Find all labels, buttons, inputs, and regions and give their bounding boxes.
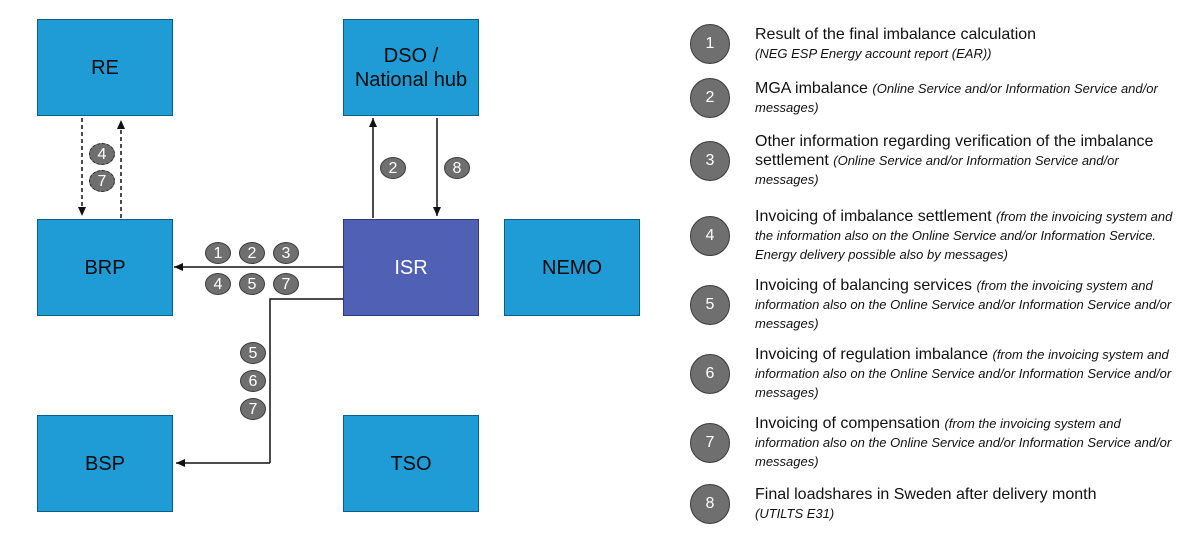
legend-number: 2 (690, 78, 730, 118)
badge-isr-bsp-1: 5 (240, 342, 266, 364)
badge-isr-bsp-3: 7 (240, 398, 266, 420)
legend-number: 7 (690, 422, 730, 463)
legend-detail: (UTILTS E31) (755, 506, 835, 521)
legend-detail: (NEG ESP Energy account report (EAR)) (755, 46, 992, 61)
legend-detail: (Online Service and/or Information Servi… (755, 81, 1158, 115)
badge-dso-isr: 8 (444, 157, 470, 179)
bsp-label: BSP (84, 452, 126, 475)
legend-number: 3 (690, 140, 730, 181)
legend-title: Result of the final imbalance calculatio… (755, 26, 1037, 43)
brp-label: BRP (84, 256, 126, 279)
legend-number: 1 (690, 24, 730, 64)
badge-isr-brp-top-2: 2 (239, 242, 265, 264)
legend-title: Other information regarding verification… (755, 133, 1154, 169)
legend-text: Result of the final imbalance calculatio… (755, 25, 1185, 63)
legend-title: Invoicing of compensation (755, 415, 940, 432)
dso-label: DSO / National hub (355, 44, 467, 92)
badge-isr-brp-bottom-2: 5 (239, 273, 265, 295)
nemo-box: NEMO (504, 219, 640, 316)
legend-number: 5 (690, 284, 730, 325)
badge-re-brp-2: 7 (89, 170, 115, 192)
legend-text: MGA imbalance (Online Service and/or Inf… (755, 79, 1185, 117)
badge-isr-brp-top-3: 3 (273, 242, 299, 264)
badge-isr-bsp-2: 6 (240, 370, 266, 392)
dso-label-line2: National hub (354, 68, 468, 91)
brp-box: BRP (37, 219, 173, 316)
isr-box: ISR (343, 219, 479, 316)
legend-detail: (from the invoicing system and the infor… (755, 209, 1173, 262)
badge-isr-brp-bottom-1: 4 (205, 273, 231, 295)
legend-item: 2 MGA imbalance (Online Service and/or I… (690, 78, 1185, 118)
dso-label-line1: DSO / (383, 44, 439, 67)
legend-item: 6 Invoicing of regulation imbalance (fro… (690, 345, 1185, 402)
legend-number: 4 (690, 215, 730, 256)
legend-detail: (Online Service and/or Information Servi… (755, 153, 1119, 187)
legend-item: 4 Invoicing of imbalance settlement (fro… (690, 207, 1185, 264)
legend-item: 5 Invoicing of balancing services (from … (690, 276, 1185, 333)
isr-label: ISR (394, 256, 428, 279)
legend-item: 3 Other information regarding verificati… (690, 132, 1185, 189)
legend-text: Final loadshares in Sweden after deliver… (755, 485, 1185, 523)
re-box: RE (37, 19, 173, 116)
legend-text: Invoicing of balancing services (from th… (755, 276, 1185, 333)
badge-re-brp-1: 4 (89, 143, 115, 165)
legend-title: Invoicing of imbalance settlement (755, 208, 992, 225)
bsp-box: BSP (37, 415, 173, 512)
badge-isr-brp-top-1: 1 (205, 242, 231, 264)
badge-isr-brp-bottom-3: 7 (273, 273, 299, 295)
badge-isr-dso: 2 (380, 157, 406, 179)
legend-number: 6 (690, 353, 730, 394)
legend-text: Invoicing of regulation imbalance (from … (755, 345, 1185, 402)
legend-title: Invoicing of regulation imbalance (755, 346, 989, 363)
re-label: RE (91, 56, 119, 79)
tso-label: TSO (390, 452, 432, 475)
legend-text: Invoicing of imbalance settlement (from … (755, 207, 1185, 264)
legend-title: Invoicing of balancing services (755, 277, 973, 294)
legend-title: Final loadshares in Sweden after deliver… (755, 486, 1097, 503)
legend-text: Other information regarding verification… (755, 132, 1185, 189)
nemo-label: NEMO (542, 256, 602, 279)
legend-item: 8 Final loadshares in Sweden after deliv… (690, 484, 1185, 524)
legend-detail: (from the invoicing system and informati… (755, 347, 1172, 400)
legend-text: Invoicing of compensation (from the invo… (755, 414, 1185, 471)
legend-item: 7 Invoicing of compensation (from the in… (690, 414, 1185, 471)
tso-box: TSO (343, 415, 479, 512)
legend-title: MGA imbalance (755, 80, 868, 97)
legend-number: 8 (690, 484, 730, 524)
legend-detail: (from the invoicing system and informati… (755, 416, 1172, 469)
isr-to-bsp-connector (269, 298, 344, 463)
dso-national-hub-box: DSO / National hub (343, 19, 479, 116)
legend-item: 1 Result of the final imbalance calculat… (690, 24, 1185, 64)
legend-detail: (from the invoicing system and informati… (755, 278, 1172, 331)
